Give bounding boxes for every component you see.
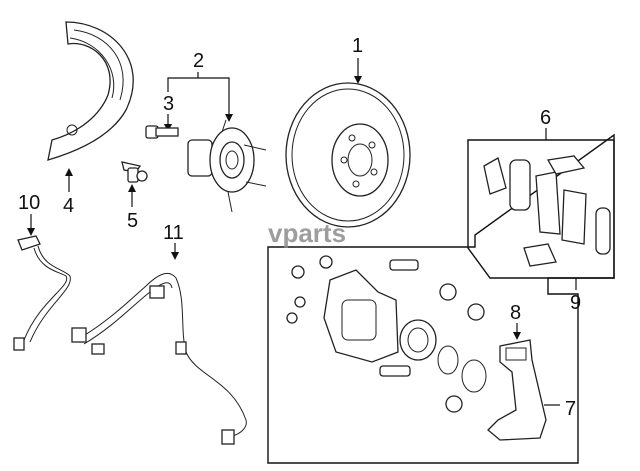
caliper-bracket bbox=[487, 339, 547, 441]
dust-shield bbox=[47, 21, 134, 161]
brake-rotor bbox=[285, 82, 411, 228]
watermark: vparts bbox=[268, 218, 346, 248]
callout-11: 11 bbox=[163, 222, 184, 244]
hub-bolt bbox=[145, 125, 179, 139]
brake-caliper bbox=[286, 255, 487, 413]
callout-7: 7 bbox=[565, 398, 576, 420]
callout-9: 9 bbox=[570, 292, 581, 314]
callout-6: 6 bbox=[540, 107, 551, 129]
pad-group-frame bbox=[467, 139, 615, 279]
leader-lines bbox=[27, 58, 577, 406]
callout-4: 4 bbox=[63, 195, 74, 217]
callout-8: 8 bbox=[510, 302, 521, 324]
callout-10: 10 bbox=[18, 192, 40, 214]
abs-sensor-wire-left bbox=[13, 235, 71, 351]
brake-pads bbox=[483, 155, 611, 267]
callout-2: 2 bbox=[193, 50, 204, 72]
callout-1: 1 bbox=[352, 35, 363, 57]
hub-bearing bbox=[187, 119, 267, 213]
abs-sensor bbox=[71, 273, 247, 445]
callout-3: 3 bbox=[163, 93, 174, 115]
shield-bolt bbox=[121, 161, 148, 183]
callout-5: 5 bbox=[127, 210, 138, 232]
